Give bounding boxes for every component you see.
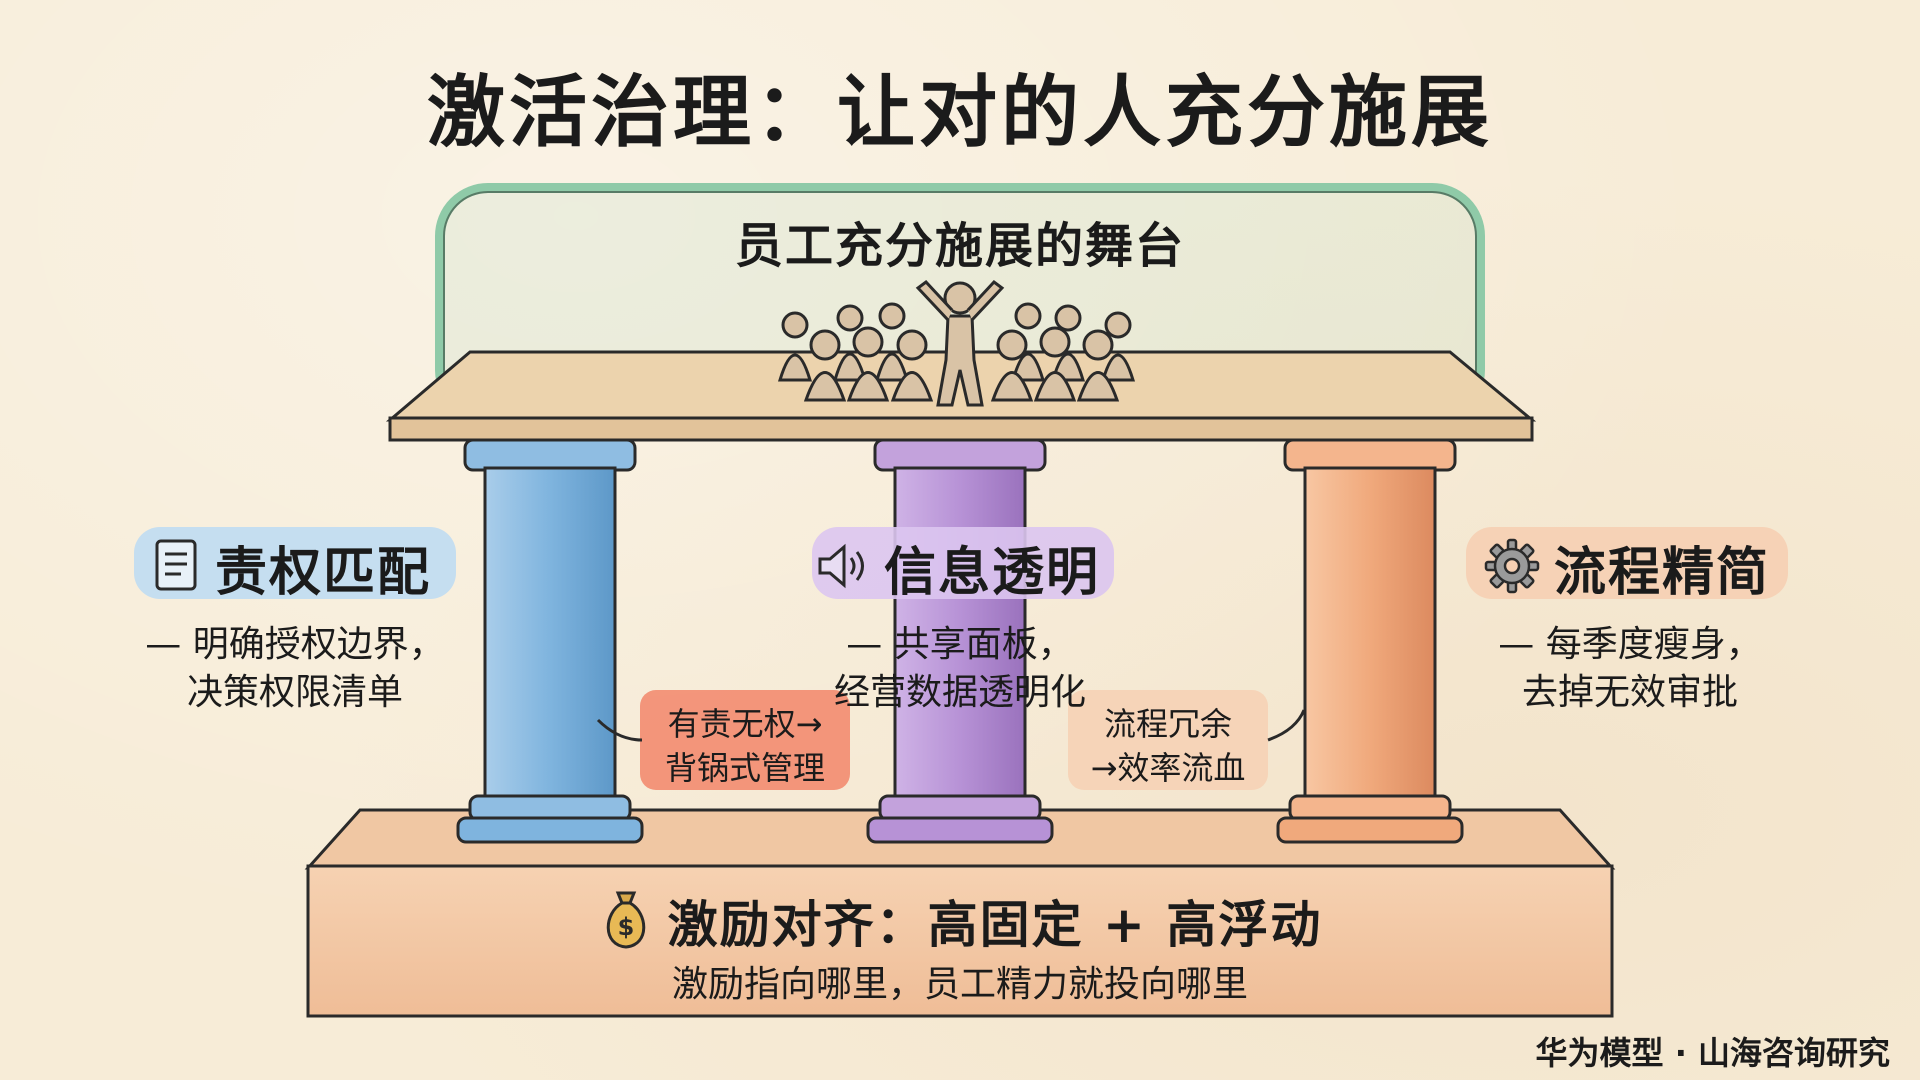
speaker-icon — [814, 541, 870, 595]
pillar-title-1: 责权匹配 — [214, 543, 431, 603]
base-title-row: $ 激励对齐：高固定 + 高浮动 — [330, 885, 1590, 957]
pillar-orange — [1276, 438, 1464, 844]
pillar-title-row-2: 信息透明 — [798, 522, 1122, 613]
callout-left: 有责无权→ 背锅式管理 — [664, 705, 825, 787]
pillar-desc-3: — 每季度瘦身， 去掉无效审批 — [1498, 624, 1762, 713]
pillar-purple — [866, 438, 1054, 844]
base-subtitle: 激励指向哪里，员工精力就投向哪里 — [671, 964, 1248, 1005]
callout-right: 流程冗余 →效率流血 — [1090, 705, 1246, 787]
pillar-block-3: 流程精简 — 每季度瘦身， 去掉无效审批 — [1445, 522, 1815, 717]
pillar-block-1: 责权匹配 — 明确授权边界， 决策权限清单 — [110, 522, 480, 717]
callout-left-bg — [640, 690, 850, 790]
page-title: 激活治理：让对的人充分施展 — [426, 68, 1493, 158]
money-bag-icon: $ — [598, 887, 654, 955]
gear-icon — [1484, 538, 1540, 598]
base-title: 激励对齐：高固定 + 高浮动 — [667, 896, 1323, 954]
pillar-desc-1: — 明确授权边界， 决策权限清单 — [145, 624, 445, 713]
pillar-title-row-3: 流程精简 — [1468, 522, 1792, 613]
svg-text:$: $ — [617, 913, 634, 941]
pillar-block-2: 信息透明 — 共享面板， 经营数据透明化 — [765, 522, 1155, 717]
pillar-desc-2: — 共享面板， 经营数据透明化 — [833, 624, 1086, 713]
pillar-title-row-1: 责权匹配 — [137, 522, 453, 613]
people-group — [777, 279, 1136, 407]
pillar-blue — [456, 438, 644, 844]
footer-credit: 华为模型 · 山海咨询研究 — [1535, 1034, 1890, 1072]
pillar-title-3: 流程精简 — [1553, 543, 1770, 603]
callout-right-connector — [1267, 709, 1306, 742]
stage-label: 员工充分施展的舞台 — [734, 218, 1185, 274]
document-icon — [153, 538, 201, 598]
callout-right-bg — [1068, 690, 1268, 790]
base-slab — [306, 864, 1614, 1018]
callout-left-connector — [596, 718, 643, 742]
pillar-title-2: 信息透明 — [883, 543, 1100, 603]
